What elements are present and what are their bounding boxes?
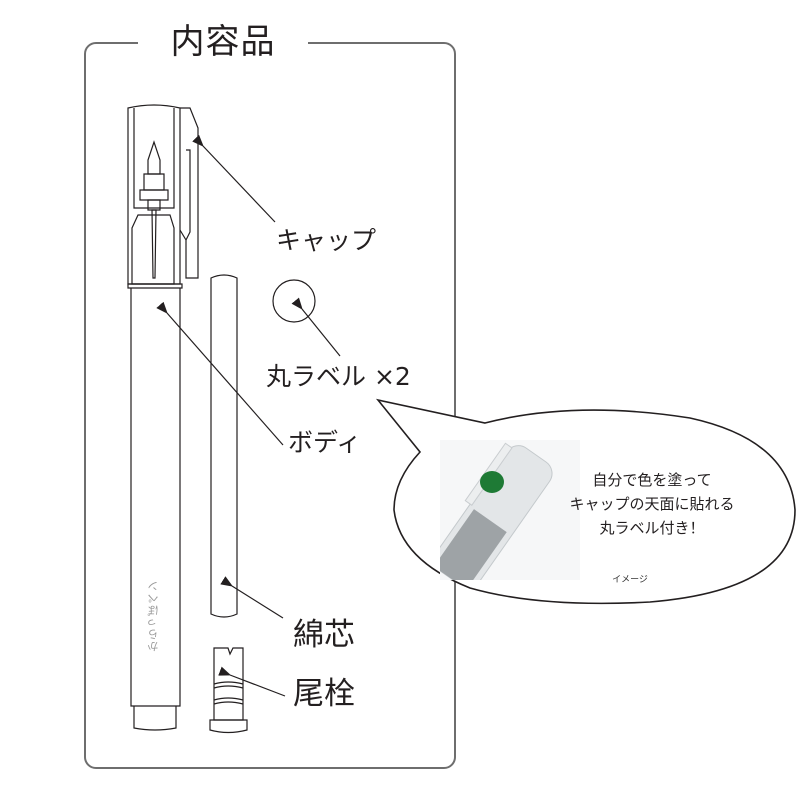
bubble-line: 丸ラベル付き！ [599,519,705,537]
label-cotton-core: 綿芯 [293,617,355,653]
body-drawing [127,283,183,731]
bubble-line: キャップの天面に貼れる [569,495,735,513]
label-round-label: 丸ラベル ×2 [266,362,411,391]
tail-plug-drawing [209,647,248,734]
title-gap [138,30,308,56]
round-label-drawing [272,279,316,323]
bubble-note: イメージ [612,575,648,585]
label-tail-plug: 尾栓 [293,676,355,712]
body-print: からっぽペン [147,580,160,652]
green-label [480,471,504,493]
label-cap: キャップ [276,226,377,255]
cotton-core-drawing [210,274,238,618]
page-title: 内容品 [170,22,276,62]
label-body: ボディ [288,428,362,457]
cap-drawing [127,104,199,285]
bubble-line: 自分で色を塗って [592,471,712,489]
bubble-text: 自分で色を塗って キャップの天面に貼れる 丸ラベル付き！ [569,468,734,540]
cap-photo [440,440,580,580]
